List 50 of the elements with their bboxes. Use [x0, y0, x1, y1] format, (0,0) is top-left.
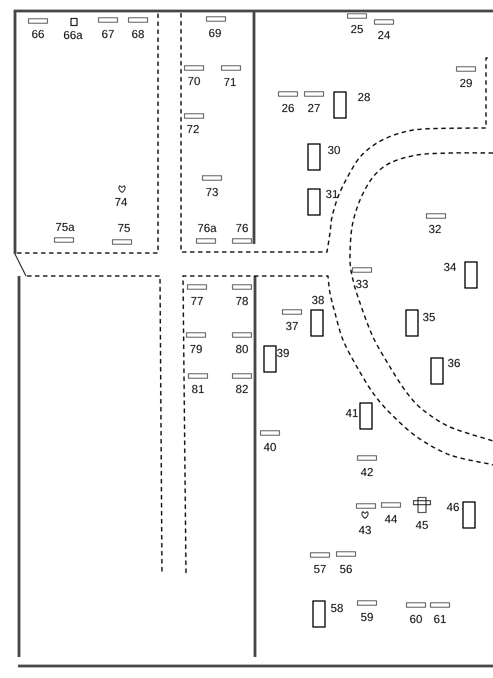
- plot-number: 45: [416, 521, 428, 529]
- plot-number: 67: [102, 30, 114, 38]
- plot-number: 77: [191, 297, 203, 305]
- plot-number: 60: [410, 614, 422, 624]
- plot-number: 36: [448, 358, 460, 368]
- plot-number: 29: [460, 78, 472, 88]
- plot-number: 56: [340, 564, 352, 574]
- plot-number: 25: [351, 24, 363, 34]
- plot-number: 82: [236, 384, 248, 394]
- plot-number: 37: [286, 322, 298, 330]
- plot-number: 42: [360, 468, 373, 476]
- plot-number: 30: [328, 146, 340, 154]
- plot-number: 44: [384, 515, 398, 523]
- plot-number: 31: [326, 190, 338, 198]
- plot-number: 61: [434, 614, 446, 624]
- plot-number: 72: [187, 125, 199, 134]
- plot-number: 34: [444, 262, 456, 272]
- plot-number: 75a: [56, 223, 75, 232]
- plot-number: 75: [118, 224, 130, 232]
- plot-number: 79: [190, 344, 202, 354]
- plot-number: 39: [277, 348, 289, 358]
- plot-number: 81: [192, 384, 204, 394]
- plot-number: 43: [358, 526, 371, 534]
- plot-number: 80: [236, 344, 248, 354]
- plot-number: 35: [423, 312, 435, 322]
- plot-number: 66a: [64, 30, 83, 40]
- plot-number: 28: [358, 92, 370, 102]
- plot-number: 58: [331, 604, 343, 612]
- plot-number: 41: [346, 409, 358, 417]
- plot-number: 74: [115, 198, 128, 206]
- plot-number: 71: [224, 78, 236, 86]
- plot-number: 66: [32, 30, 44, 38]
- plot-number: 78: [236, 296, 248, 306]
- plot-number: 59: [361, 612, 373, 622]
- plot-number: 24: [378, 31, 390, 40]
- plot-number: 73: [206, 188, 218, 196]
- plot-number: 32: [429, 224, 441, 234]
- plot-number: 33: [356, 280, 368, 288]
- plot-number: 46: [446, 502, 459, 512]
- plot-number: 68: [132, 30, 144, 38]
- plot-number: 38: [312, 296, 324, 304]
- plot-number: 76a: [198, 224, 217, 232]
- plot-number: 69: [209, 28, 221, 38]
- plot-number: 76: [236, 224, 248, 232]
- plot-number: 70: [188, 76, 200, 86]
- flat-marker: [356, 503, 376, 509]
- plot-number: 40: [264, 442, 276, 452]
- plot-number: 57: [314, 565, 326, 573]
- plot-number: 27: [308, 104, 320, 112]
- plot-number: 26: [282, 104, 294, 112]
